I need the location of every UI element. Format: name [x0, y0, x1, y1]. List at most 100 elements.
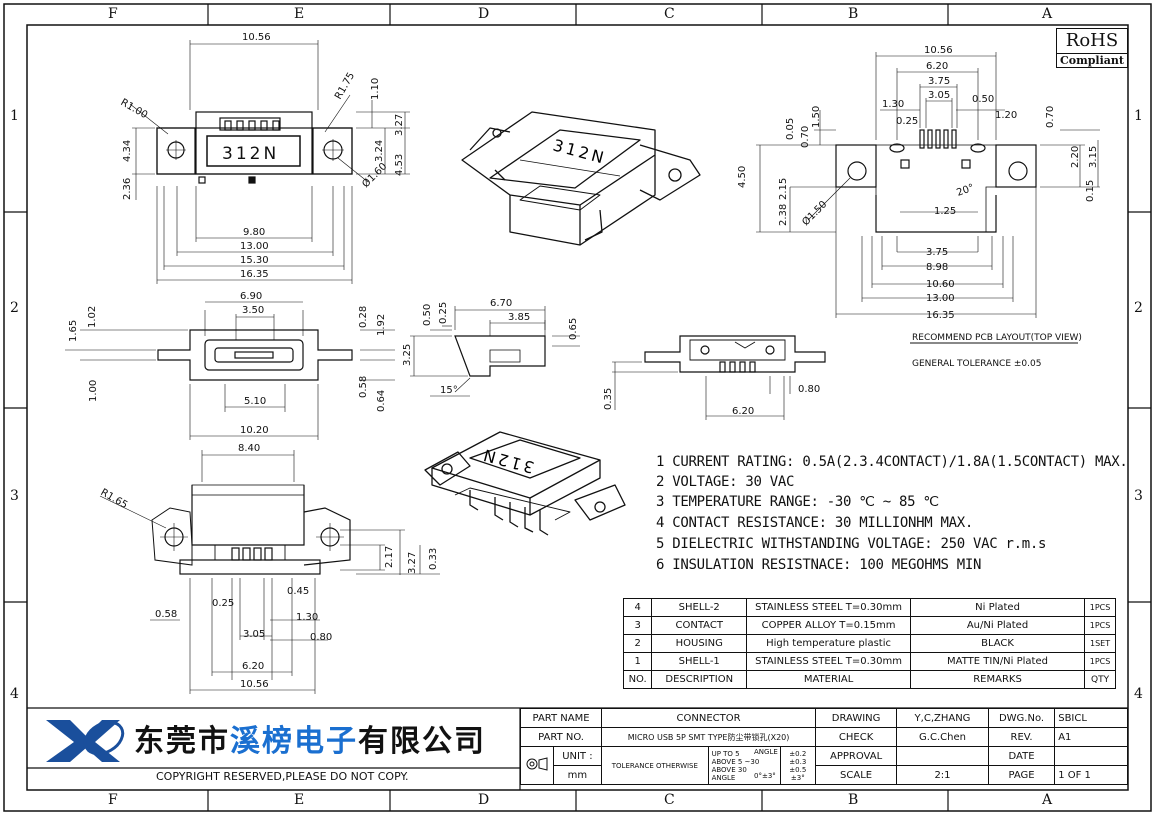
unit-value: mm — [552, 765, 603, 785]
tolerance-value: ±3° — [790, 773, 805, 782]
bom-header-row: NO. DESCRIPTION MATERIAL REMARKS QTY — [622, 670, 1116, 689]
dim-label: 0.50 — [422, 304, 433, 326]
tolerance-value: ±0.5 — [789, 765, 807, 774]
dim-label: 4.53 — [394, 154, 405, 176]
rev-value: A1 — [1054, 727, 1128, 747]
company-name-part: 有限公司 — [358, 724, 486, 759]
dim-label: 6.20 — [926, 61, 948, 72]
bom-desc: SHELL-2 — [651, 598, 748, 617]
tolerance-range: ANGLE — [711, 773, 736, 782]
dim-label: 2.36 — [122, 178, 133, 200]
pcb-layout-view — [756, 52, 1100, 344]
bom-remarks: Ni Plated — [909, 598, 1086, 617]
col-label: E — [294, 6, 305, 22]
dim-label: 2.38 — [778, 204, 789, 226]
approval-value — [896, 746, 989, 766]
dim-label: Ø1.50 — [800, 198, 830, 228]
dim-label: 6.90 — [240, 291, 262, 302]
bom-desc: HOUSING — [651, 634, 748, 653]
part-name-label: PART NAME — [519, 708, 603, 728]
dim-label: 1.10 — [370, 78, 381, 100]
part-no-label: PART NO. — [519, 727, 603, 747]
bom-header-desc: DESCRIPTION — [651, 670, 748, 689]
drawing-label: DRAWING — [815, 708, 898, 728]
page-value: 1 OF 1 — [1054, 765, 1128, 785]
dim-label: 15° — [440, 385, 458, 396]
bom-qty: 1PCS — [1084, 616, 1116, 635]
dim-label: 0.64 — [376, 390, 387, 412]
bom-row: 4 SHELL-2 STAINLESS STEEL T=0.30mm Ni Pl… — [622, 598, 1116, 617]
spec-note: 1 CURRENT RATING: 0.5A(2.3.4CONTACT)/1.8… — [656, 454, 1128, 470]
col-label: C — [664, 792, 675, 808]
front-view — [65, 301, 395, 440]
title-block: PART NAME CONNECTOR DRAWING Y,C,ZHANG DW… — [519, 708, 1128, 785]
side-dims: 6.70 3.85 0.50 0.25 0.65 3.25 15° — [402, 298, 579, 396]
bom-qty: 1PCS — [1084, 652, 1116, 671]
dim-label: 3.24 — [374, 140, 385, 162]
col-label: D — [478, 792, 490, 808]
bom-material: STAINLESS STEEL T=0.30mm — [746, 598, 911, 617]
spec-note: 5 DIELECTRIC WITHSTANDING VOLTAGE: 250 V… — [656, 536, 1047, 552]
bom-material: COPPER ALLOY T=0.15mm — [746, 616, 911, 635]
dim-label: 3.85 — [508, 312, 530, 323]
tolerance-value: ±0.3 — [789, 757, 807, 766]
part-no-value: MICRO USB 5P SMT TYPE防尘带锁孔(X20) — [601, 727, 817, 747]
dim-label: 8.98 — [926, 262, 948, 273]
dim-label: 10.56 — [242, 32, 271, 43]
dim-label: 0.58 — [358, 376, 369, 398]
bom-qty: 1PCS — [1084, 598, 1116, 617]
angle-value: 0°±3° — [754, 772, 776, 780]
bottom-dims: 8.40 R1.65 2.17 3.27 0.33 0.45 0.58 0.25… — [99, 443, 440, 690]
dim-label: 1.20 — [995, 110, 1017, 121]
bottom-view — [99, 450, 440, 694]
dim-label: 15.30 — [240, 255, 269, 266]
bom-material: High temperature plastic — [746, 634, 911, 653]
dim-label: 2.15 — [778, 178, 789, 200]
pcb-caption: RECOMMEND PCB LAYOUT(TOP VIEW) — [912, 333, 1082, 343]
bom-header-remarks: REMARKS — [909, 670, 1086, 689]
bom-no: 3 — [622, 616, 653, 635]
iso-part-marking: 312N — [551, 136, 609, 168]
part-name-value: CONNECTOR — [601, 708, 817, 728]
spec-note: 4 CONTACT RESISTANCE: 30 MILLIONHM MAX. — [656, 515, 974, 531]
dim-label: 0.28 — [358, 306, 369, 328]
projection-icon — [526, 757, 548, 771]
dim-label: 1.30 — [882, 99, 904, 110]
company-name-part: 东莞市 — [134, 724, 230, 759]
spec-note: 6 INSULATION RESISTNACE: 100 MEGOHMS MIN — [656, 557, 982, 573]
bom-header-no: NO. — [622, 670, 653, 689]
dim-label: 1.25 — [934, 206, 956, 217]
bom-remarks: MATTE TIN/Ni Plated — [909, 652, 1086, 671]
dim-label: 6.70 — [490, 298, 512, 309]
dim-label: 3.50 — [242, 305, 264, 316]
projection-symbol — [520, 746, 554, 785]
angle-label: ANGLE — [754, 748, 778, 756]
scale-value: 2:1 — [896, 765, 989, 785]
dim-label: 0.45 — [287, 586, 309, 597]
tolerance-ranges: UP TO 5 ABOVE 5 ~30 ABOVE 30 ANGLE — [707, 746, 781, 785]
row-label: 2 — [10, 300, 19, 316]
dim-label: 0.05 — [785, 118, 796, 140]
dim-label: 4.50 — [737, 166, 748, 188]
spec-note: 3 TEMPERATURE RANGE: -30 ℃ ~ 85 ℃ — [656, 494, 939, 510]
dim-label: 3.27 — [407, 552, 418, 574]
dim-label: 16.35 — [926, 310, 955, 321]
date-value — [1054, 746, 1128, 766]
dim-label: 0.25 — [896, 116, 918, 127]
bom-desc: SHELL-1 — [651, 652, 748, 671]
dim-label: 0.58 — [155, 609, 177, 620]
dim-label: 1.65 — [68, 320, 79, 342]
check-label: CHECK — [815, 727, 898, 747]
tolerance-value: ±0.2 — [789, 749, 807, 758]
dim-label: R1.65 — [99, 487, 130, 511]
bom-qty: 1SET — [1084, 634, 1116, 653]
tolerance-label: TOLERANCE OTHERWISE — [601, 746, 709, 785]
col-label: A — [1042, 6, 1053, 22]
iso-view-top — [461, 111, 701, 246]
dim-label: 4.34 — [122, 140, 133, 162]
dim-label: 3.15 — [1088, 146, 1099, 168]
dim-label: 10.56 — [924, 45, 953, 56]
col-label: D — [478, 6, 490, 22]
rohs-subtitle: Compliant — [1057, 53, 1127, 67]
